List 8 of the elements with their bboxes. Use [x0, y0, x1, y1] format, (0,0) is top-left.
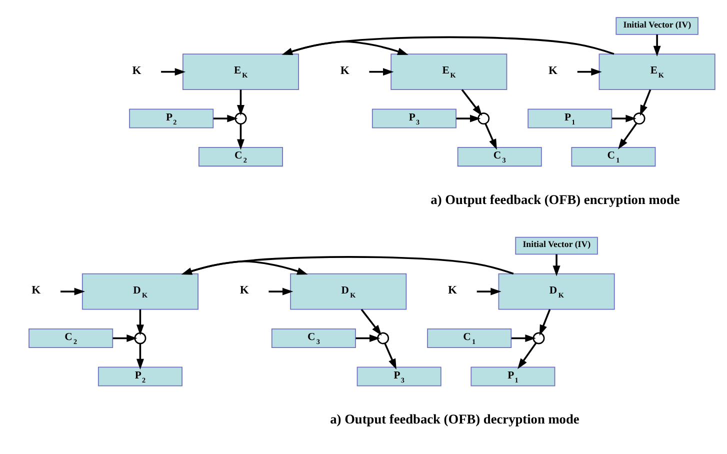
label: a) Output feedback (OFB) encryption mode: [430, 191, 680, 206]
node-text: K: [240, 283, 249, 296]
node-text: K: [448, 283, 457, 296]
node-text: K: [340, 63, 350, 76]
node-text: K: [132, 63, 142, 76]
node-text: K: [32, 283, 41, 296]
node-text: K: [548, 63, 558, 76]
label: a) Output feedback (OFB) decryption mode: [330, 411, 580, 426]
